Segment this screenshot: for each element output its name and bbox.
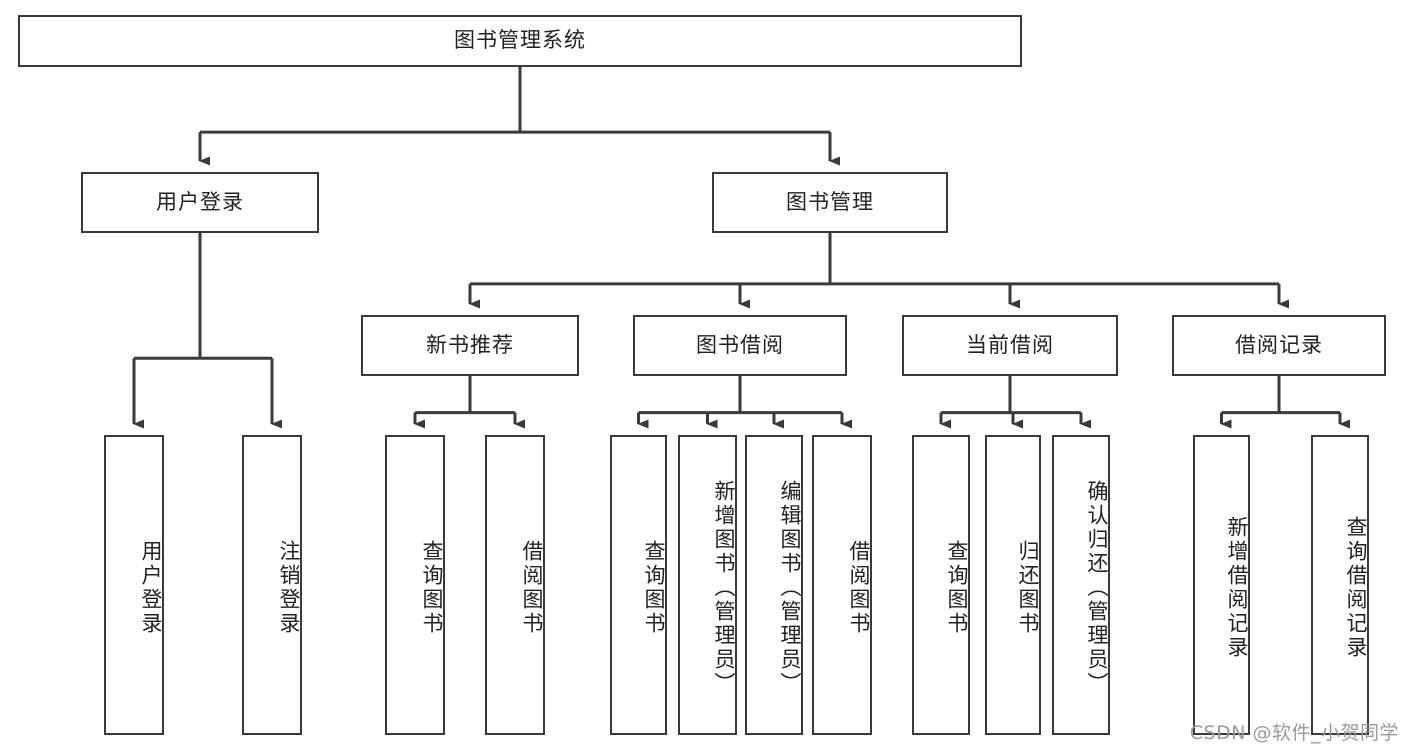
node-q1[interactable]: 查询图书 [385, 435, 445, 735]
node-label: 当前借阅 [966, 332, 1054, 357]
node-edit[interactable]: 编辑图书（管理员） [745, 435, 803, 735]
node-q2[interactable]: 查询图书 [610, 435, 667, 735]
node-ret[interactable]: 归还图书 [985, 435, 1041, 735]
node-add[interactable]: 新增图书（管理员） [678, 435, 737, 735]
node-label: 图书管理 [786, 189, 874, 214]
node-label: 查询图书 [945, 540, 969, 636]
node-label: 新书推荐 [426, 332, 514, 357]
node-borrow[interactable]: 图书借阅 [633, 315, 847, 376]
node-q3[interactable]: 查询图书 [912, 435, 970, 735]
node-root[interactable]: 图书管理系统 [18, 15, 1022, 67]
node-label: 编辑图书（管理员） [778, 480, 802, 696]
node-label: 图书管理系统 [454, 28, 586, 53]
node-label: 用户登录 [139, 540, 163, 636]
node-label: 注销登录 [277, 540, 301, 636]
node-b2[interactable]: 借阅图书 [812, 435, 872, 735]
node-label: 归还图书 [1016, 540, 1040, 636]
node-label: 借阅图书 [847, 540, 871, 636]
node-label: 查询图书 [420, 540, 444, 636]
node-label: 查询图书 [642, 540, 666, 636]
node-b1[interactable]: 借阅图书 [485, 435, 545, 735]
node-current[interactable]: 当前借阅 [902, 315, 1118, 376]
node-label: 借阅记录 [1235, 332, 1323, 357]
node-logout[interactable]: 注销登录 [242, 435, 302, 735]
node-userlogin[interactable]: 用户登录 [104, 435, 164, 735]
node-addrec[interactable]: 新增借阅记录 [1193, 435, 1250, 735]
node-label: 借阅图书 [520, 540, 544, 636]
node-label: 确认归还（管理员） [1085, 480, 1109, 696]
node-label: 图书借阅 [696, 332, 784, 357]
node-bookmgmt[interactable]: 图书管理 [712, 172, 948, 233]
node-label: 用户登录 [156, 189, 244, 214]
node-label: 新增图书（管理员） [712, 480, 736, 696]
node-confirm[interactable]: 确认归还（管理员） [1052, 435, 1110, 735]
node-label: 查询借阅记录 [1344, 516, 1368, 660]
node-label: 新增借阅记录 [1225, 516, 1249, 660]
node-qrec[interactable]: 查询借阅记录 [1311, 435, 1369, 735]
node-login[interactable]: 用户登录 [81, 172, 319, 233]
node-newbook[interactable]: 新书推荐 [361, 315, 579, 376]
node-records[interactable]: 借阅记录 [1172, 315, 1386, 376]
